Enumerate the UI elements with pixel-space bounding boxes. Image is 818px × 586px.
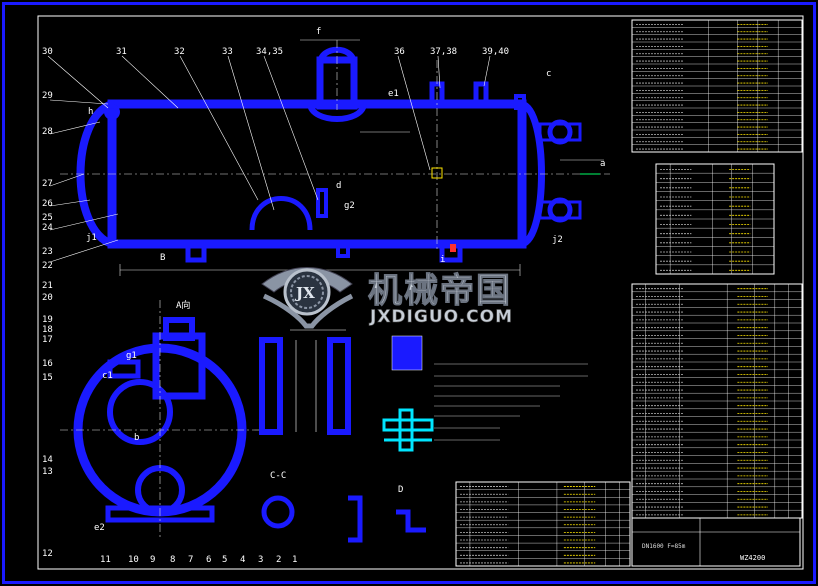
part-number: 31 <box>116 47 127 57</box>
part-number: 22 <box>42 261 53 271</box>
detail-flange-views <box>261 495 426 543</box>
nozzle-label-c: c <box>546 69 551 79</box>
part-number: 39,40 <box>482 47 509 57</box>
part-number: 29 <box>42 91 53 101</box>
detail-support-hatching <box>290 329 346 432</box>
watermark: JX 机械帝国 JXDIGUO.COM <box>261 267 513 329</box>
part-number: 34,35 <box>256 47 283 57</box>
nozzle-label-e1: e1 <box>388 89 399 99</box>
section-label-a-view: A向 <box>176 299 190 311</box>
section-label-cc: C-C <box>270 471 286 481</box>
watermark-logo-icon: JX <box>261 267 354 329</box>
part-number: 26 <box>42 199 53 209</box>
vessel-centerlines <box>60 40 610 250</box>
nozzle-label-c1: c1 <box>102 371 113 381</box>
small-markers <box>431 167 600 252</box>
nozzle-label-h: h <box>88 107 93 117</box>
part-number: 6 <box>206 555 211 565</box>
part-number: 4 <box>240 555 245 565</box>
parts-list-table-2 <box>455 481 631 567</box>
part-number: 17 <box>42 335 53 345</box>
watermark-chinese: 机械帝国 <box>368 271 512 311</box>
part-number: 20 <box>42 293 53 303</box>
nozzle-label-g2: g2 <box>344 201 355 211</box>
part-numbers-bottom: 11 10 9 8 7 6 5 4 3 2 1 <box>100 555 297 565</box>
nozzle-label-d: d <box>336 181 341 191</box>
nozzle-label-j2: j2 <box>552 235 563 245</box>
inner-frame <box>37 15 804 570</box>
section-label-d-view: D <box>398 485 403 495</box>
part-number: 24 <box>42 223 53 233</box>
part-number: 2 <box>276 555 281 565</box>
section-label-b: B <box>160 253 165 263</box>
title-drawing-name: DN1600 F=85m <box>642 543 686 550</box>
parts-list-table <box>631 283 803 519</box>
part-number: 12 <box>42 549 53 559</box>
leader-lines <box>47 55 491 263</box>
part-number: 37,38 <box>430 47 457 57</box>
nozzle-label-g1: g1 <box>126 351 137 361</box>
part-number: 14 <box>42 455 53 465</box>
detail-flange-cyan <box>382 408 434 452</box>
part-numbers-top: 30 31 32 33 34,35 36 37,38 39,40 <box>42 47 509 57</box>
nozzle-label-f: f <box>316 27 321 37</box>
section-view-centerlines <box>60 300 260 540</box>
part-number: 28 <box>42 127 53 137</box>
watermark-logo-text: JX <box>294 284 315 302</box>
part-number: 27 <box>42 179 53 189</box>
nozzle-labels: f e1 h j1 j2 g2 d i c a B <box>86 27 605 265</box>
part-number: 36 <box>394 47 405 57</box>
nozzle-label-a: a <box>600 159 605 169</box>
part-number: 19 <box>42 315 53 325</box>
horizontal-vessel <box>76 46 582 263</box>
title-block: DN1600 F=85m WZ4200 <box>631 517 801 567</box>
part-number: 18 <box>42 325 53 335</box>
nozzle-table <box>655 163 775 275</box>
design-data-table <box>631 19 803 153</box>
part-number: 3 <box>258 555 263 565</box>
part-number: 13 <box>42 467 53 477</box>
part-number: 9 <box>150 555 155 565</box>
part-number: 21 <box>42 281 53 291</box>
watermark-latin: JXDIGUO.COM <box>369 307 513 327</box>
part-number: 5 <box>222 555 227 565</box>
part-number: 33 <box>222 47 233 57</box>
part-number: 1 <box>292 555 297 565</box>
detail-labels: C-C D <box>270 471 403 495</box>
part-number: 23 <box>42 247 53 257</box>
part-number: 8 <box>170 555 175 565</box>
part-number: 15 <box>42 373 53 383</box>
detail-hatch-block <box>391 335 423 371</box>
part-number: 25 <box>42 213 53 223</box>
part-number: 30 <box>42 47 53 57</box>
technical-notes <box>434 363 588 441</box>
nozzle-label-b: b <box>134 433 139 443</box>
detail-supports <box>259 337 351 435</box>
nozzle-label-i: i <box>440 255 445 265</box>
nozzle-label-j1: j1 <box>86 233 97 243</box>
part-number: 10 <box>128 555 139 565</box>
part-number: 7 <box>188 555 193 565</box>
part-number: 16 <box>42 359 53 369</box>
section-view-labels: A向 b e2 g1 c1 <box>94 299 190 533</box>
part-number: 32 <box>174 47 185 57</box>
nozzle-label-e2: e2 <box>94 523 105 533</box>
part-number: 11 <box>100 555 111 565</box>
parameter-tables <box>455 19 803 567</box>
title-drawing-number: WZ4200 <box>740 554 765 562</box>
